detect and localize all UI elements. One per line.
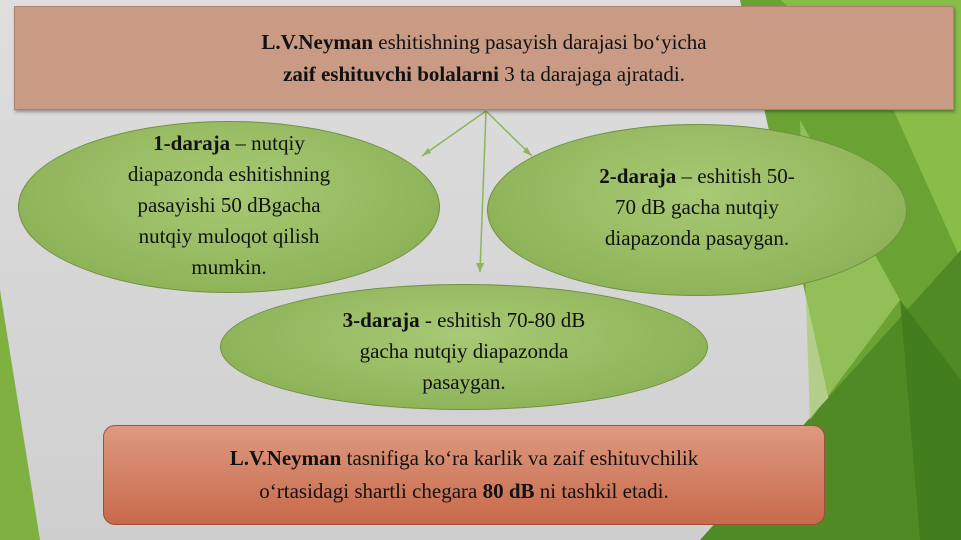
conclusion-line-1-text: tasnifiga ko‘ra karlik va zaif eshituvch… — [341, 446, 699, 470]
level-3-desc-line: - eshitish 70-80 dB — [419, 307, 586, 332]
title-line-1: L.V.Neyman eshitishning pasayish darajas… — [261, 26, 706, 58]
level-1-text: 1-daraja – nutqiy diapazonda eshitishnin… — [128, 128, 330, 283]
title-line-2-text: 3 ta darajaga ajratadi. — [498, 62, 685, 86]
level-3-text: 3-daraja - eshitish 70-80 dB gacha nutqi… — [343, 305, 586, 398]
level-3-desc-line: pasaygan. — [422, 369, 506, 394]
level-2-desc-line: 70 dB gacha nutqiy — [615, 194, 779, 219]
title-line-2: zaif eshituvchi bolalarni 3 ta darajaga … — [283, 58, 685, 90]
conclusion-line-2-post: ni tashkil etadi. — [534, 479, 669, 503]
level-3-oval: 3-daraja - eshitish 70-80 dB gacha nutqi… — [220, 284, 708, 410]
left-green-stripe — [0, 290, 40, 540]
title-author: L.V.Neyman — [261, 30, 374, 54]
title-subject: zaif eshituvchi bolalarni — [283, 62, 499, 86]
connector-line-2 — [485, 110, 533, 157]
level-2-desc-line: – eshitish 50- — [676, 163, 795, 188]
conclusion-box: L.V.Neyman tasnifiga ko‘ra karlik va zai… — [103, 425, 825, 525]
right-deep-green-shape — [900, 300, 961, 540]
arrowhead-2 — [523, 147, 532, 156]
title-line-1-text: eshitishning pasayish darajasi bo‘yicha — [373, 30, 707, 54]
title-box: L.V.Neyman eshitishning pasayish darajas… — [14, 6, 954, 110]
conclusion-line-1: L.V.Neyman tasnifiga ko‘ra karlik va zai… — [230, 442, 699, 475]
level-3-name: 3-daraja — [342, 307, 420, 332]
conclusion-threshold: 80 dB — [482, 479, 535, 503]
level-2-oval: 2-daraja – eshitish 50- 70 dB gacha nutq… — [487, 124, 907, 296]
conclusion-author: L.V.Neyman — [229, 446, 342, 470]
arrowhead-3 — [476, 263, 484, 272]
level-2-desc-line: diapazonda pasaygan. — [604, 225, 790, 250]
level-2-text: 2-daraja – eshitish 50- 70 dB gacha nutq… — [599, 161, 794, 254]
level-1-desc-line: nutqiy muloqot qilish — [138, 223, 320, 248]
level-1-oval: 1-daraja – nutqiy diapazonda eshitishnin… — [18, 121, 440, 293]
level-3-desc-line: gacha nutqiy diapazonda — [359, 338, 569, 363]
level-1-name: 1-daraja — [153, 130, 231, 155]
arrowhead-1 — [422, 148, 431, 156]
level-1-desc-line: pasayishi 50 dBgacha — [137, 192, 321, 217]
level-1-desc-line: – nutqiy — [230, 130, 305, 155]
level-1-desc-line: mumkin. — [191, 254, 267, 279]
level-2-name: 2-daraja — [599, 163, 677, 188]
connector-line-3 — [479, 110, 487, 273]
connector-line-1 — [421, 110, 487, 157]
conclusion-line-2-pre: o‘rtasidagi shartli chegara — [259, 479, 483, 503]
conclusion-line-2: o‘rtasidagi shartli chegara 80 dB ni tas… — [259, 475, 668, 508]
level-1-desc-line: diapazonda eshitishning — [127, 161, 331, 186]
